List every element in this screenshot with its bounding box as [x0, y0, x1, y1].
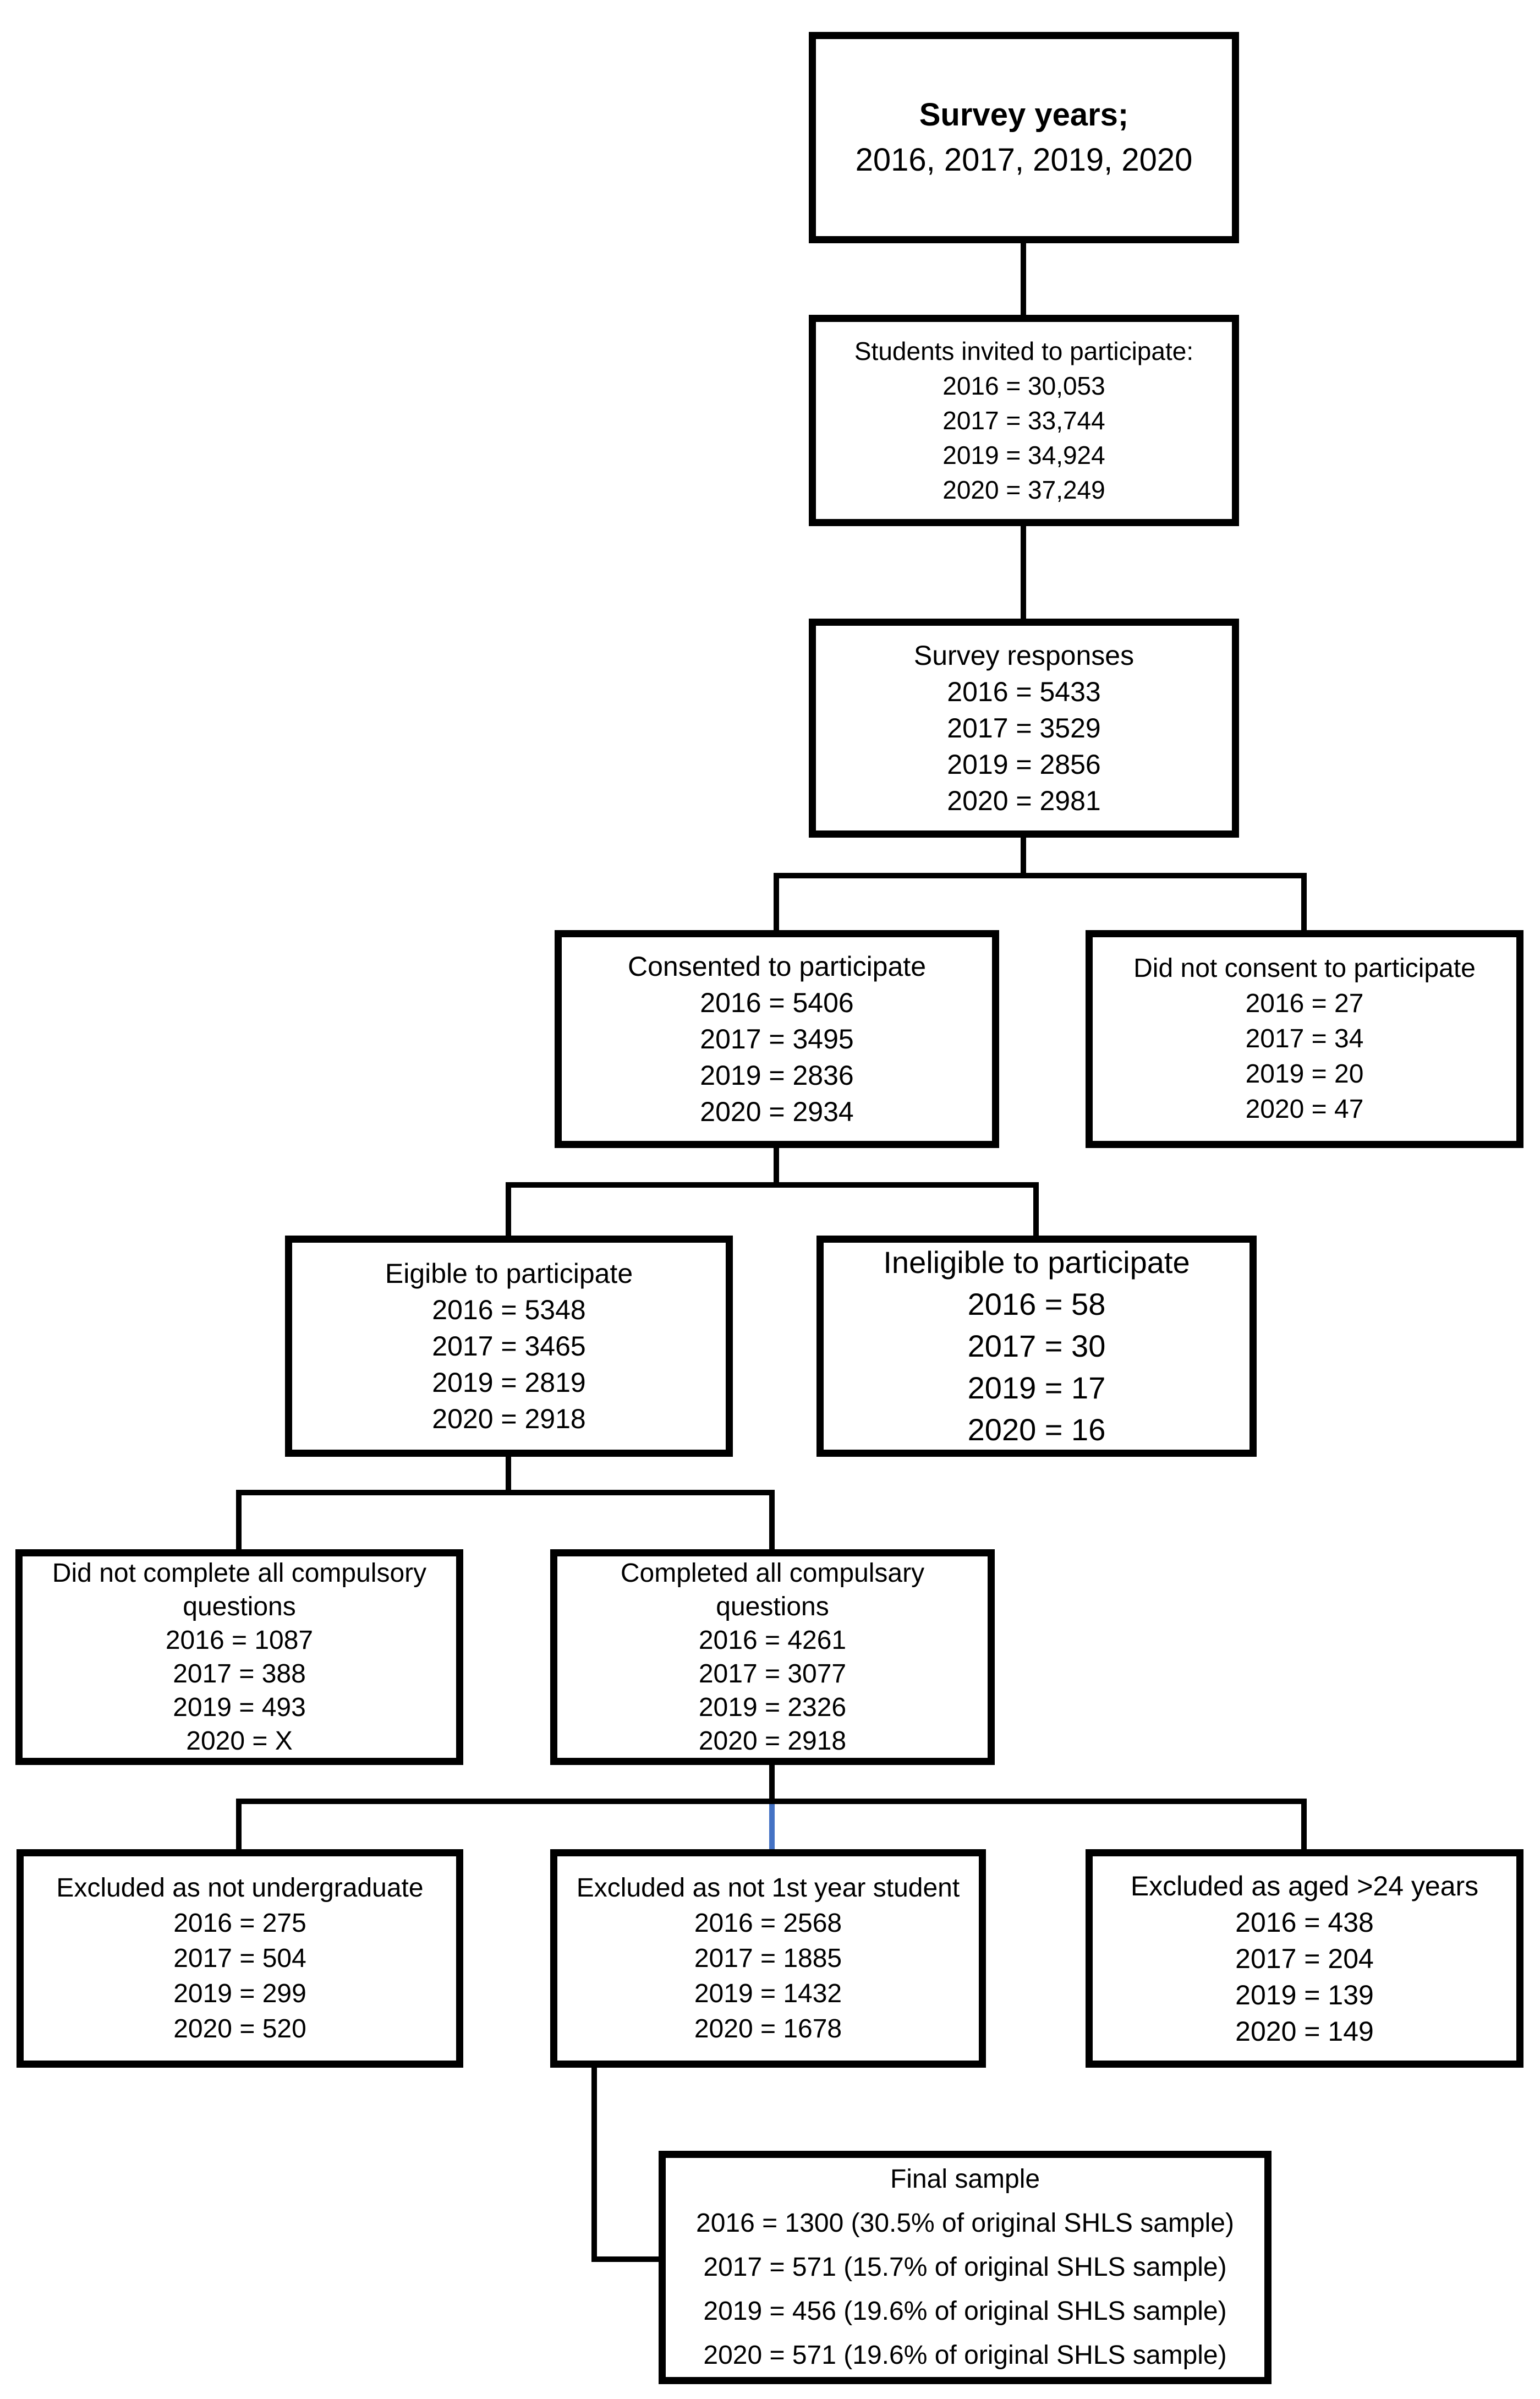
year-value-line: 2017 = 30 — [967, 1329, 1106, 1363]
connector-eligible-stub — [506, 1453, 511, 1495]
year-value-line: 2017 = 1885 — [694, 1943, 842, 1973]
year-value-line: 2017 = 571 (15.7% of original SHLS sampl… — [703, 2253, 1227, 2282]
box-did-not-consent-title: Did not consent to participate — [1133, 954, 1476, 983]
connector-split-to-did-not-consent — [1301, 875, 1307, 932]
box-did-not-consent: Did not consent to participate 2016 = 27… — [1086, 930, 1523, 1148]
box-excluded-aged-over-24-title: Excluded as aged >24 years — [1130, 1870, 1479, 1901]
year-value-line: 2020 = X — [186, 1726, 293, 1756]
year-value-line: 2017 = 504 — [173, 1943, 306, 1973]
year-value-line: 2017 = 3495 — [700, 1024, 854, 1054]
year-value-line: 2016 = 58 — [967, 1287, 1106, 1321]
year-value-line: 2017 = 3465 — [432, 1331, 586, 1362]
connector-split-to-excluded-first-year-highlighted — [769, 1804, 775, 1851]
year-value-line: 2016 = 1300 (30.5% of original SHLS samp… — [696, 2209, 1234, 2238]
year-value-line: 2017 = 388 — [173, 1659, 306, 1688]
box-excluded-not-first-year-title: Excluded as not 1st year student — [576, 1873, 960, 1903]
box-consented-title: Consented to participate — [627, 951, 927, 982]
year-value-line: 2019 = 1432 — [694, 1979, 842, 2008]
connector-completed-stub — [769, 1762, 775, 1804]
connector-split-to-consented — [774, 875, 779, 932]
box-survey-years: Survey years; 2016, 2017, 2019, 2020 — [809, 32, 1239, 243]
year-value-line: 2016 = 2568 — [694, 1908, 842, 1938]
connector-split-to-excluded-undergraduate — [236, 1801, 242, 1851]
box-excluded-aged-over-24: Excluded as aged >24 years 2016 = 438 20… — [1086, 1849, 1523, 2068]
year-value-line: 2019 = 299 — [173, 1979, 306, 2008]
year-value-line: 2020 = 47 — [1245, 1095, 1364, 1124]
year-value-line: 2016 = 275 — [173, 1908, 306, 1938]
year-value-line: 2019 = 2326 — [698, 1693, 847, 1722]
connector-split-to-ineligible — [1033, 1184, 1039, 1238]
year-value-line: 2019 = 34,924 — [942, 440, 1105, 469]
year-value-line: 2016 = 1087 — [165, 1626, 314, 1655]
box-excluded-not-first-year: Excluded as not 1st year student 2016 = … — [550, 1849, 986, 2068]
year-value-line: 2020 = 2934 — [700, 1096, 854, 1127]
connector-firstyear-to-final-horizontal — [591, 2256, 664, 2262]
year-value-line: 2020 = 2918 — [698, 1726, 847, 1756]
box-did-not-complete-title: Did not complete all compulsory question… — [52, 1559, 427, 1621]
year-value-line: 2016 = 5406 — [700, 987, 854, 1018]
box-completed-title: Completed all compulsary questions — [620, 1559, 925, 1621]
year-value-line: 2019 = 2819 — [432, 1367, 586, 1398]
box-students-invited: Students invited to participate: 2016 = … — [809, 315, 1239, 526]
box-completed: Completed all compulsary questions 2016 … — [550, 1549, 995, 1765]
year-value-line: 2017 = 3077 — [698, 1659, 847, 1688]
connector-invited-responses — [1021, 523, 1026, 621]
year-value-line: 2020 = 16 — [967, 1412, 1106, 1447]
connector-split-to-completed — [769, 1492, 775, 1551]
year-value-line: 2017 = 33,744 — [942, 406, 1105, 435]
year-value-line: 2016 = 30,053 — [942, 371, 1105, 400]
connector-consent-split-horizontal — [774, 873, 1307, 878]
box-excluded-not-undergraduate: Excluded as not undergraduate 2016 = 275… — [17, 1849, 463, 2068]
connector-eligibility-split-horizontal — [506, 1182, 1039, 1188]
year-value-line: 2020 = 520 — [173, 2014, 306, 2043]
year-value-line: 2016 = 438 — [1235, 1906, 1374, 1938]
box-students-invited-title: Students invited to participate: — [854, 336, 1194, 365]
year-value-line: 2020 = 2981 — [947, 785, 1101, 816]
box-excluded-not-undergraduate-title: Excluded as not undergraduate — [56, 1873, 424, 1903]
year-value-line: 2020 = 37,249 — [942, 475, 1105, 504]
box-survey-responses: Survey responses 2016 = 5433 2017 = 3529… — [809, 619, 1239, 838]
connector-split-to-excluded-aged — [1301, 1801, 1307, 1851]
connector-completion-split-horizontal — [236, 1490, 775, 1495]
box-ineligible: Ineligible to participate 2016 = 58 2017… — [816, 1236, 1257, 1457]
box-final-sample-title: Final sample — [890, 2165, 1040, 2194]
box-eligible-title: Eigible to participate — [385, 1258, 633, 1289]
year-value-line: 2016 = 4261 — [698, 1626, 847, 1655]
year-value-line: 2016 = 5433 — [947, 676, 1101, 707]
box-survey-years-list: 2016, 2017, 2019, 2020 — [855, 142, 1193, 178]
connector-split-to-did-not-complete — [236, 1492, 242, 1551]
connector-firstyear-to-final-vertical — [591, 2064, 597, 2262]
year-value-line: 2020 = 1678 — [694, 2014, 842, 2043]
year-value-line: 2019 = 493 — [173, 1693, 306, 1722]
connector-consented-stub — [774, 1145, 779, 1188]
year-value-line: 2017 = 204 — [1235, 1943, 1374, 1974]
connector-responses-stub — [1021, 835, 1026, 878]
box-survey-years-title: Survey years; — [919, 97, 1129, 133]
box-consented: Consented to participate 2016 = 5406 201… — [555, 930, 999, 1148]
connector-exclusion-split-horizontal — [236, 1799, 1307, 1804]
year-value-line: 2016 = 27 — [1245, 989, 1364, 1018]
year-value-line: 2019 = 20 — [1245, 1059, 1364, 1089]
connector-split-to-eligible — [506, 1184, 511, 1238]
box-ineligible-title: Ineligible to participate — [883, 1245, 1190, 1280]
year-value-line: 2017 = 34 — [1245, 1024, 1364, 1053]
year-value-line: 2019 = 139 — [1235, 1979, 1374, 2010]
year-value-line: 2019 = 456 (19.6% of original SHLS sampl… — [703, 2297, 1227, 2326]
year-value-line: 2020 = 149 — [1235, 2015, 1374, 2047]
box-final-sample: Final sample 2016 = 1300 (30.5% of origi… — [659, 2151, 1272, 2384]
year-value-line: 2020 = 2918 — [432, 1403, 586, 1434]
box-eligible: Eigible to participate 2016 = 5348 2017 … — [285, 1236, 733, 1457]
year-value-line: 2019 = 17 — [967, 1370, 1106, 1405]
connector-surveyyears-invited — [1021, 242, 1026, 317]
year-value-line: 2019 = 2856 — [947, 749, 1101, 780]
year-value-line: 2020 = 571 (19.6% of original SHLS sampl… — [703, 2341, 1227, 2370]
year-value-line: 2016 = 5348 — [432, 1294, 586, 1325]
year-value-line: 2019 = 2836 — [700, 1060, 854, 1091]
box-survey-responses-title: Survey responses — [913, 640, 1135, 671]
year-value-line: 2017 = 3529 — [947, 713, 1101, 744]
box-did-not-complete: Did not complete all compulsory question… — [15, 1549, 463, 1765]
